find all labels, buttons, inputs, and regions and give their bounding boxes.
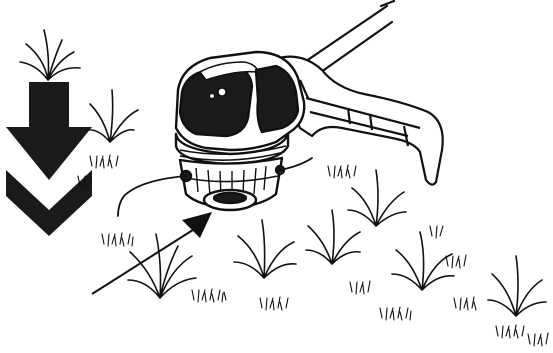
grass-tuft-icon <box>19 29 547 317</box>
cutting-line-icon <box>117 157 313 217</box>
pointer-arrow-icon <box>91 212 212 295</box>
front-panel <box>178 66 254 138</box>
down-arrow-bottom <box>6 170 92 236</box>
down-arrow-top <box>6 82 92 180</box>
cut-grass-stubble <box>77 154 549 347</box>
trimmer-head-icon <box>174 50 306 212</box>
double-down-arrow-icon <box>6 82 92 236</box>
guard-icon <box>270 55 444 186</box>
